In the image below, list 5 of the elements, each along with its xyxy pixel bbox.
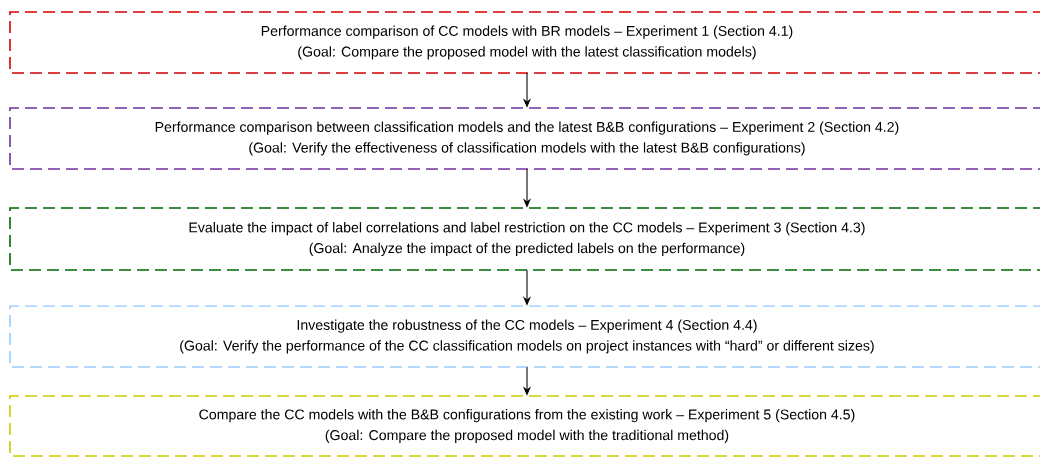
experiment-box: Performance comparison of CC models with BR models – Experiment 1 (Section 4.1) (Goal: Compare the proposed model with the latest classification models) [9, 11, 1040, 74]
experiment-box: Compare the CC models with the B&B configurations from the existing work – Experiment 5 (Section 4.5) (Goal: Compare the proposed model with the traditional method) [9, 395, 1040, 457]
experiment-box: Performance comparison between classification models and the latest B&B configurations – Experiment 2 (Section 4.2) (Goal: Verify the effectiveness of classification models with the latest B&B configurations) [9, 107, 1040, 170]
experiment-box: Investigate the robustness of the CC models – Experiment 4 (Section 4.4) (Goal: Verify the performance of the CC classification models on project instances with “hard” or different sizes) [9, 305, 1040, 368]
experiment-box: Evaluate the impact of label correlations and label restriction on the CC models – Experiment 3 (Section 4.3) (Goal: Analyze the impact of the predicted labels on the performance) [9, 207, 1040, 271]
